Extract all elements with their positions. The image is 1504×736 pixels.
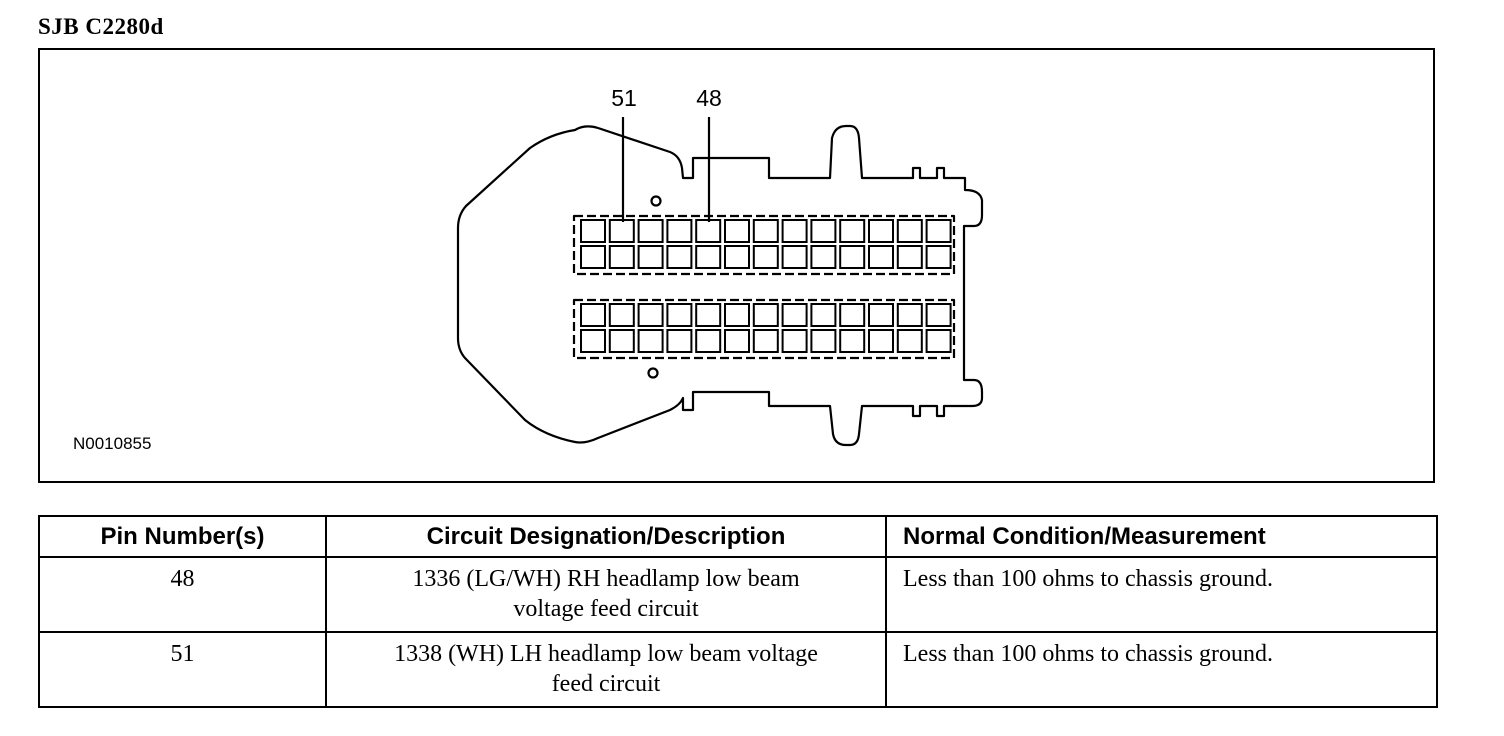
keying-hole-top (650, 195, 662, 207)
header-measurement: Normal Condition/Measurement (885, 515, 1438, 558)
keying-hole-bottom (647, 367, 659, 379)
pin-cavity (781, 329, 808, 353)
pin-cell: 48 (38, 556, 327, 633)
pin-cavity (810, 303, 837, 327)
pin-cavity (637, 329, 664, 353)
pin-cavity (868, 219, 894, 243)
pin-cavity (724, 329, 750, 353)
pin-cavity (810, 219, 837, 243)
circuit-line: 1336 (LG/WH) RH headlamp low beam (412, 566, 800, 592)
circuit-line: voltage feed circuit (513, 596, 699, 622)
pin-cavity (925, 219, 952, 243)
pin-cavity (695, 245, 722, 269)
circuit-cell: 1336 (LG/WH) RH headlamp low beam voltag… (325, 556, 887, 633)
callout-51-label: 51 (611, 85, 637, 111)
pin-cavity (724, 245, 750, 269)
pin-cavity (666, 219, 693, 243)
pin-cell: 51 (38, 631, 327, 708)
pin-cavity (752, 219, 779, 243)
pin-cavity (666, 303, 693, 327)
pin-cavity (608, 219, 635, 243)
pin-cavity (810, 329, 837, 353)
pin-cavity (666, 329, 693, 353)
connector-housing (456, 124, 984, 447)
circuit-line: 1338 (WH) LH headlamp low beam voltage (394, 641, 818, 667)
pin-cavity (839, 245, 866, 269)
pin-cavity (896, 329, 923, 353)
pin-cavity (724, 219, 750, 243)
table-row: 51 1338 (WH) LH headlamp low beam voltag… (38, 631, 1438, 708)
lower-cavity-frame (572, 298, 956, 360)
pin-cavity (925, 329, 952, 353)
table-header-row: Pin Number(s) Circuit Designation/Descri… (38, 515, 1438, 558)
pin-cavity (637, 303, 664, 327)
pin-cavity (896, 303, 923, 327)
header-pin-number: Pin Number(s) (38, 515, 327, 558)
header-circuit: Circuit Designation/Description (325, 515, 887, 558)
measurement-cell: Less than 100 ohms to chassis ground. (885, 631, 1438, 708)
upper-cavity-frame (572, 214, 956, 276)
pin-cavity (695, 329, 722, 353)
pin-cavity (781, 219, 808, 243)
callout-48-label: 48 (696, 85, 722, 111)
pin-cavity (608, 329, 635, 353)
pin-cavity (781, 245, 808, 269)
figure-id: N0010855 (73, 434, 152, 453)
pin-cavity (580, 245, 606, 269)
pin-cavity (752, 303, 779, 327)
pin-cavity (637, 219, 664, 243)
pin-cavity (580, 219, 606, 243)
pin-cavity (724, 303, 750, 327)
page-title: SJB C2280d (38, 14, 164, 39)
pin-cavity (839, 303, 866, 327)
pin-cavity (896, 245, 923, 269)
measurement-cell: Less than 100 ohms to chassis ground. (885, 556, 1438, 633)
pin-cavity (666, 245, 693, 269)
pin-cavity (608, 303, 635, 327)
pin-cavity (868, 303, 894, 327)
pin-cavity (608, 245, 635, 269)
circuit-line: feed circuit (551, 671, 661, 697)
pin-cavity (810, 245, 837, 269)
pin-cavity (580, 329, 606, 353)
pin-cavity (752, 245, 779, 269)
pin-cavity (752, 329, 779, 353)
pin-table: Pin Number(s) Circuit Designation/Descri… (38, 515, 1438, 708)
connector-figure: 51 48 N0010855 (38, 48, 1435, 483)
pin-cavity (868, 329, 894, 353)
pin-cavity (695, 303, 722, 327)
pin-cavity (925, 303, 952, 327)
pin-cavity (839, 329, 866, 353)
circuit-cell: 1338 (WH) LH headlamp low beam voltage f… (325, 631, 887, 708)
connector-face-diagram: 51 48 (456, 85, 984, 447)
pin-cavity (896, 219, 923, 243)
pin-cavity (637, 245, 664, 269)
pin-cavity (839, 219, 866, 243)
pin-cavity (925, 245, 952, 269)
pin-cavity (695, 219, 722, 243)
table-row: 48 1336 (LG/WH) RH headlamp low beam vol… (38, 556, 1438, 633)
pin-cavity (781, 303, 808, 327)
pin-cavity (868, 245, 894, 269)
pin-cavity (580, 303, 606, 327)
